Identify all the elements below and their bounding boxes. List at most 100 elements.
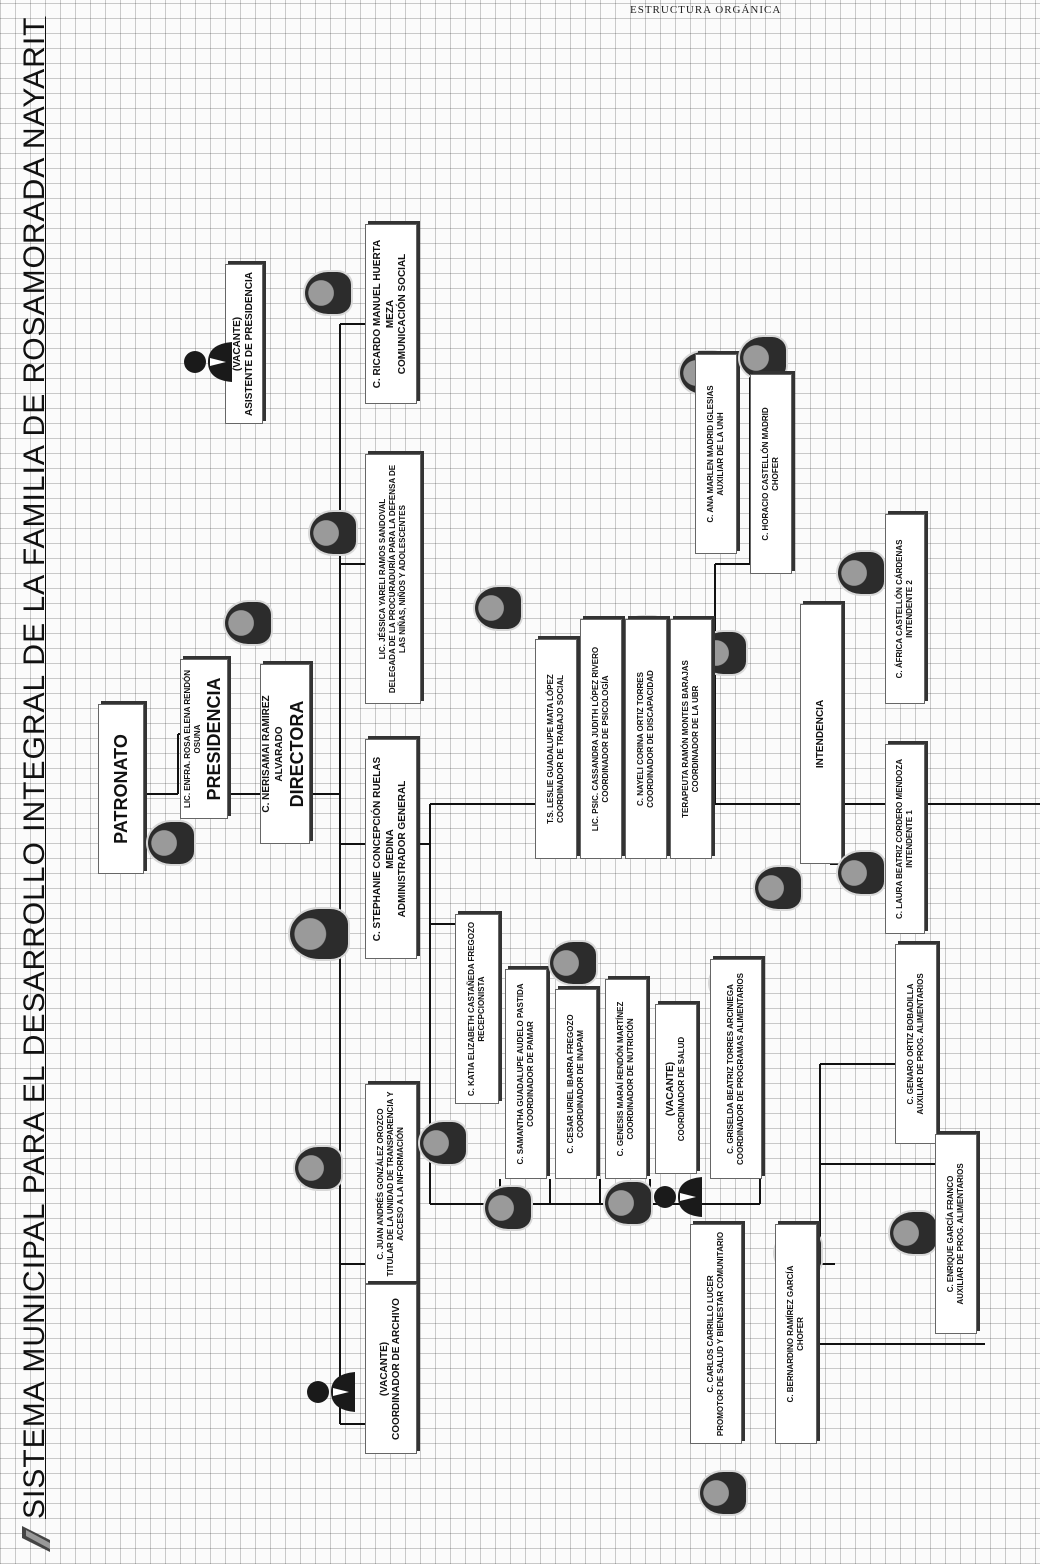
trabajo-social-box: T.S. LESLIE GUADALUPE MATA LÓPEZ COORDIN… xyxy=(535,639,577,859)
comunicacion-box: C. RICARDO MANUEL HUERTA MEZA COMUNICACI… xyxy=(365,224,417,404)
transparencia-name: C. JUAN ANDRÉS GONZÁLEZ OROZCO xyxy=(376,1108,386,1259)
chofer2-role: CHOFER xyxy=(796,1317,806,1351)
transparencia-photo xyxy=(295,1147,341,1189)
unh-role: AUXILIAR DE LA UNH xyxy=(716,412,726,495)
ubr-box: TERAPEUTA RAMÓN MONTES BARAJAS COORDINAD… xyxy=(670,619,712,859)
discapacidad-box: C. NAYELI CORINA ORTIZ TORRES COORDINADO… xyxy=(625,619,667,859)
page-title: SISTEMA MUNICIPAL PARA EL DESARROLLO INT… xyxy=(18,17,52,1519)
recepcion-box: C. KATIA ELIZABETH CASTAÑEDA FREGOZO REC… xyxy=(455,914,499,1104)
transparencia-role: TITULAR DE LA UNIDAD DE TRANSPARENCIA Y … xyxy=(386,1089,406,1279)
trabajo-social-photo xyxy=(475,587,521,629)
intendente1-name: C. LAURA BEATRIZ CORDERO MENDOZA xyxy=(895,759,905,919)
archivo-vacant-icon xyxy=(305,1370,355,1414)
salud-role: COORDINADOR DE SALUD xyxy=(677,1037,687,1141)
presidencia-box: LIC. ENFRA. ROSA ELENA RENDÓN OSUNA PRES… xyxy=(180,659,228,819)
inapam-box: C. CESAR URIEL IBARRA FREGOZO COORDINADO… xyxy=(555,989,597,1179)
aux-alim1-role: AUXILIAR DE PROG. ALIMENTARIOS xyxy=(956,1163,966,1304)
aux-alim2-box: C. GENARO ORTIZ BOBADILLA AUXILIAR DE PR… xyxy=(895,944,937,1144)
aux-alim2-role: AUXILIAR DE PROG. ALIMENTARIOS xyxy=(916,973,926,1114)
comunicacion-role: COMUNICACIÓN SOCIAL xyxy=(397,254,410,375)
salud-name: (VACANTE) xyxy=(665,1062,678,1116)
archivo-role: COORDINADOR DE ARCHIVO xyxy=(391,1298,404,1440)
recepcion-photo xyxy=(420,1122,466,1164)
chofer1-box: C. HORACIO CASTELLÓN MADRID CHOFER xyxy=(750,374,792,574)
recepcion-role: RECEPCIONISTA xyxy=(477,976,487,1041)
unh-box: C. ANA MARLEN MADRID IGLESIAS AUXILIAR D… xyxy=(695,354,737,554)
intendente1-photo xyxy=(838,852,884,894)
presidencia-photo xyxy=(148,822,194,864)
psicologia-role: COORDINADOR DE PSICOLOGÍA xyxy=(601,675,611,802)
unh-name: C. ANA MARLEN MADRID IGLESIAS xyxy=(706,385,716,522)
directora-name: C. NERISAMAI RAMIREZ ALVARADO xyxy=(261,669,286,839)
pamar-photo xyxy=(485,1187,531,1229)
intendencia-label: INTENDENCIA xyxy=(815,700,828,768)
intendencia-box: INTENDENCIA xyxy=(800,604,842,864)
recepcion-name: C. KATIA ELIZABETH CASTAÑEDA FREGOZO xyxy=(467,922,477,1096)
directora-photo xyxy=(225,602,271,644)
chofer2-box: C. BERNARDINO RAMÍREZ GARCÍA CHOFER xyxy=(775,1224,817,1444)
title-area: SISTEMA MUNICIPAL PARA EL DESARROLLO INT… xyxy=(0,0,100,1564)
asistente-name: (VACANTE) xyxy=(232,317,245,371)
alimentarios-name: C. GRISELDA BEATRIZ TORRES ARCINIEGA xyxy=(726,984,736,1154)
discapacidad-role: COORDINADOR DE DISCAPACIDAD xyxy=(646,670,656,808)
directora-box: C. NERISAMAI RAMIREZ ALVARADO DIRECTORA xyxy=(260,664,310,844)
pamar-role: COORDINADOR DE PAMAR xyxy=(526,1021,536,1127)
nutricion-name: C. GENESIS MARAÍ RENDÓN MARTÍNEZ xyxy=(616,1002,626,1157)
nutricion-role: COORDINADOR DE NUTRICIÓN xyxy=(626,1018,636,1139)
patronato-box: PATRONATO xyxy=(98,704,144,874)
alimentarios-box: C. GRISELDA BEATRIZ TORRES ARCINIEGA COO… xyxy=(710,959,762,1179)
administrador-photo xyxy=(290,909,348,959)
administrador-role: ADMINISTRADOR GENERAL xyxy=(397,781,410,918)
procuraduria-box: LIC. JÉSSICA YARELI RAMOS SANDOVAL DELEG… xyxy=(365,454,421,704)
archivo-box: (VACANTE) COORDINADOR DE ARCHIVO xyxy=(365,1284,417,1454)
intendente2-name: C. ÁFRICA CASTELLÓN CÁRDENAS xyxy=(895,540,905,679)
salud-vacant-icon xyxy=(652,1175,702,1219)
comunicacion-photo xyxy=(305,272,351,314)
asistente-vacant-icon xyxy=(182,340,232,384)
intendente2-box: C. ÁFRICA CASTELLÓN CÁRDENAS INTENDENTE … xyxy=(885,514,925,704)
presidencia-name: LIC. ENFRA. ROSA ELENA RENDÓN OSUNA xyxy=(183,664,203,814)
dif-logo-icon xyxy=(20,1524,52,1554)
procuraduria-name: LIC. JÉSSICA YARELI RAMOS SANDOVAL xyxy=(378,499,388,659)
chofer1-photo xyxy=(740,337,786,379)
intendente2-role: INTENDENTE 2 xyxy=(905,580,915,638)
promotor-role: PROMOTOR DE SALUD Y BIENESTAR COMUNITARI… xyxy=(716,1232,726,1436)
trabajo-social-name: T.S. LESLIE GUADALUPE MATA LÓPEZ xyxy=(546,674,556,824)
alimentarios-role: COORDINADOR DE PROGRAMAS ALIMENTARIOS xyxy=(736,973,746,1165)
intendente1-box: C. LAURA BEATRIZ CORDERO MENDOZA INTENDE… xyxy=(885,744,925,934)
administrador-name: C. STEPHANIE CONCEPCIÓN RUELAS MEDINA xyxy=(372,744,397,954)
promotor-box: C. CARLOS CARRILLO LUCER PROMOTOR DE SAL… xyxy=(690,1224,742,1444)
patronato-label: PATRONATO xyxy=(110,734,133,844)
administrador-box: C. STEPHANIE CONCEPCIÓN RUELAS MEDINA AD… xyxy=(365,739,417,959)
comunicacion-name: C. RICARDO MANUEL HUERTA MEZA xyxy=(372,229,397,399)
chofer1-name: C. HORACIO CASTELLÓN MADRID xyxy=(761,407,771,540)
procuraduria-photo xyxy=(310,512,356,554)
aux-alim1-box: C. ENRIQUE GARCÍA FRANCO AUXILIAR DE PRO… xyxy=(935,1134,977,1334)
aux-alim1-photo xyxy=(890,1212,936,1254)
salud-box: (VACANTE) COORDINADOR DE SALUD xyxy=(655,1004,697,1174)
directora-role: DIRECTORA xyxy=(286,701,309,808)
presidencia-role: PRESIDENCIA xyxy=(203,677,226,800)
asistente-role: ASISTENTE DE PRESIDENCIA xyxy=(244,272,257,416)
chofer2-name: C. BERNARDINO RAMÍREZ GARCÍA xyxy=(786,1266,796,1403)
procuraduria-role: DELEGADA DE LA PROCURADURÍA PARA LA DEFE… xyxy=(388,459,408,699)
chofer1-role: CHOFER xyxy=(771,457,781,491)
intendente1-role: INTENDENTE 1 xyxy=(905,810,915,868)
pamar-name: C. SAMANTHA GUADALUPE AUDELO PASTIDA xyxy=(516,983,526,1164)
aux-alim1-name: C. ENRIQUE GARCÍA FRANCO xyxy=(946,1176,956,1293)
promotor-name: C. CARLOS CARRILLO LUCER xyxy=(706,1275,716,1392)
trabajo-social-role: COORDINADOR DE TRABAJO SOCIAL xyxy=(556,675,566,823)
inapam-role: COORDINADOR DE INAPAM xyxy=(576,1030,586,1138)
transparencia-box: C. JUAN ANDRÉS GONZÁLEZ OROZCO TITULAR D… xyxy=(365,1084,417,1284)
discapacidad-name: C. NAYELI CORINA ORTIZ TORRES xyxy=(636,672,646,806)
promotor-photo xyxy=(700,1472,746,1514)
aux-alim2-name: C. GENARO ORTIZ BOBADILLA xyxy=(906,984,916,1105)
archivo-name: (VACANTE) xyxy=(379,1342,392,1396)
inapam-name: C. CESAR URIEL IBARRA FREGOZO xyxy=(566,1014,576,1153)
psicologia-name: LIC. PSIC. CASSANDRA JUDITH LÓPEZ RIVERO xyxy=(591,647,601,831)
ubr-name: TERAPEUTA RAMÓN MONTES BARAJAS xyxy=(681,660,691,818)
psicologia-box: LIC. PSIC. CASSANDRA JUDITH LÓPEZ RIVERO… xyxy=(580,619,622,859)
